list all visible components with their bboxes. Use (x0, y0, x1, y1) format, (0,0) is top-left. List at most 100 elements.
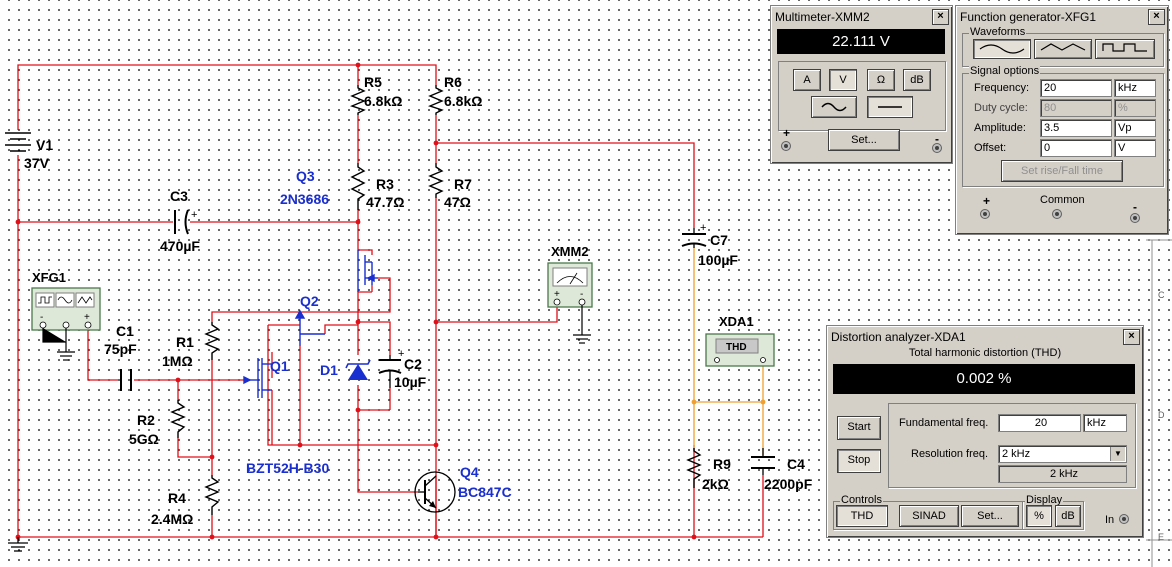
triangle-wave-icon (1040, 43, 1086, 51)
settings-button[interactable]: Set... (961, 505, 1019, 527)
set-rise-fall-button[interactable]: Set rise/Fall time (1001, 160, 1123, 182)
xda1-icon-display: THD (726, 342, 747, 353)
amplitude-unit[interactable]: Vp (1114, 119, 1156, 137)
c1-name: C1 (116, 323, 134, 339)
duty-cycle-unit[interactable]: % (1114, 99, 1156, 117)
frequency-unit[interactable]: kHz (1114, 79, 1156, 97)
c7-name: C7 (710, 232, 728, 248)
xda1-instrument-icon[interactable]: THD (705, 333, 775, 367)
r7-symbol (428, 163, 444, 198)
ground-symbol (8, 537, 28, 552)
q3-transistor-symbol[interactable] (357, 250, 378, 292)
multimeter-window[interactable]: Multimeter-XMM2 × 22.111 V A V Ω dB Set.… (770, 5, 953, 164)
thd-button[interactable]: THD (836, 505, 888, 527)
xfg1-name: XFG1 (32, 270, 66, 285)
c7-plate-b (681, 242, 707, 247)
c1-value: 75pF (104, 341, 137, 357)
distortion-analyzer-close-button[interactable]: × (1123, 329, 1140, 345)
fundamental-freq-input[interactable]: 20 (998, 414, 1081, 432)
multimeter-mode-v-button[interactable]: V (829, 69, 857, 91)
c7-value: 100µF (698, 252, 738, 268)
multimeter-reading: 22.111 V (777, 29, 945, 54)
q1-name: Q1 (270, 358, 289, 374)
percent-button[interactable]: % (1026, 505, 1052, 527)
thd-subtitle: Total harmonic distortion (THD) (908, 347, 1062, 359)
input-terminal[interactable] (1119, 514, 1129, 524)
v1-battery-symbol[interactable] (5, 132, 31, 152)
function-generator-minus-terminal[interactable] (1130, 213, 1140, 223)
junctions (15, 62, 697, 540)
distortion-analyzer-titlebar[interactable]: Distortion analyzer-XDA1 × (829, 328, 1141, 346)
resistor-symbols (170, 85, 702, 515)
r3-symbol (350, 163, 366, 210)
waveforms-label: Waveforms (969, 26, 1027, 38)
r1-value: 1MΩ (162, 353, 193, 369)
waveform-square-button[interactable] (1095, 39, 1155, 59)
multimeter-close-button[interactable]: × (932, 9, 949, 25)
duty-cycle-input[interactable]: 80 (1040, 99, 1112, 117)
multimeter-ac-button[interactable] (811, 96, 857, 118)
q2-transistor-symbol[interactable] (294, 309, 325, 346)
d1-name: D1 (320, 362, 338, 378)
function-generator-titlebar[interactable]: Function generator-XFG1 × (958, 8, 1166, 26)
c3-value: 470µF (160, 238, 200, 254)
offset-input[interactable]: 0 (1040, 139, 1112, 157)
d1-zener-symbol[interactable] (345, 359, 371, 380)
duty-cycle-label: Duty cycle: (974, 102, 1028, 114)
xmm2-instrument-icon[interactable]: + - (547, 262, 593, 308)
q1-transistor-symbol[interactable] (243, 358, 272, 398)
function-generator-close-button[interactable]: × (1148, 9, 1165, 25)
svg-text:+: + (191, 209, 197, 221)
multimeter-mode-db-button[interactable]: dB (903, 69, 931, 91)
d1-part: BZT52H-B30 (246, 460, 329, 476)
offset-unit[interactable]: V (1114, 139, 1156, 157)
multimeter-minus-terminal[interactable] (932, 143, 942, 153)
db-button[interactable]: dB (1055, 505, 1081, 527)
waveform-sine-button[interactable] (973, 39, 1031, 59)
distortion-analyzer-title: Distortion analyzer-XDA1 (831, 330, 966, 344)
offset-label: Offset: (974, 142, 1007, 154)
resolution-freq-select[interactable]: 2 kHz ▼ (998, 445, 1127, 463)
waveform-triangle-button[interactable] (1034, 39, 1092, 59)
function-generator-title: Function generator-XFG1 (960, 10, 1097, 24)
multimeter-plus-terminal[interactable] (781, 141, 791, 151)
multimeter-set-button[interactable]: Set... (828, 129, 900, 151)
display-label: Display (1025, 494, 1064, 506)
multimeter-mode-ohm-button[interactable]: Ω (867, 69, 895, 91)
svg-text:+: + (398, 348, 404, 360)
r5-value: 6.8kΩ (364, 93, 402, 109)
frequency-label: Frequency: (974, 82, 1030, 94)
sinad-button[interactable]: SINAD (899, 505, 959, 527)
r5-symbol (350, 85, 366, 115)
distortion-analyzer-window[interactable]: Distortion analyzer-XDA1 × Total harmoni… (826, 325, 1144, 538)
start-button[interactable]: Start (837, 416, 881, 440)
amplitude-input[interactable]: 3.5 (1040, 119, 1112, 137)
q4-transistor-symbol[interactable] (414, 471, 456, 513)
stop-button[interactable]: Stop (837, 449, 881, 473)
resolution-freq-label: Resolution freq. (911, 448, 989, 460)
edge-label-d: D (1158, 410, 1165, 420)
multimeter-dc-button[interactable] (867, 96, 913, 118)
r4-name: R4 (168, 490, 186, 506)
function-generator-common-terminal[interactable] (1052, 209, 1062, 219)
wires (17, 64, 764, 538)
frequency-input[interactable]: 20 (1040, 79, 1112, 97)
r5-name: R5 (364, 74, 382, 90)
function-generator-window[interactable]: Function generator-XFG1 × Waveforms Sign… (955, 5, 1169, 235)
r2-value: 5GΩ (129, 431, 159, 447)
q4-name: Q4 (460, 464, 479, 480)
r4-value: 2.4MΩ (151, 511, 193, 527)
svg-text:-: - (580, 289, 583, 300)
r2-symbol (170, 400, 186, 438)
multimeter-mode-a-button[interactable]: A (793, 69, 821, 91)
function-generator-plus-terminal[interactable] (980, 209, 990, 219)
r7-value: 47Ω (444, 194, 471, 210)
svg-text:+: + (700, 222, 706, 234)
fundamental-freq-unit[interactable]: kHz (1083, 414, 1127, 432)
xfg1-instrument-icon[interactable]: - + (31, 287, 101, 331)
chevron-down-icon[interactable]: ▼ (1110, 447, 1125, 461)
controls-label: Controls (840, 494, 883, 506)
r3-name: R3 (376, 176, 394, 192)
multimeter-titlebar[interactable]: Multimeter-XMM2 × (773, 8, 950, 26)
